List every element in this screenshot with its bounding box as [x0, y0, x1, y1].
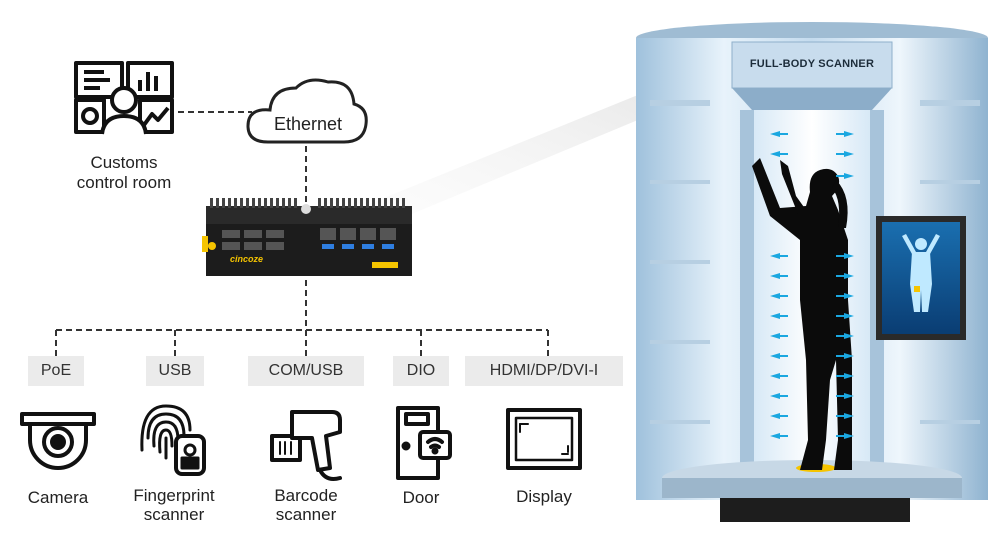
door-icon [396, 406, 452, 480]
scan-arrows [770, 131, 854, 439]
barcode-scanner-icon [270, 410, 342, 481]
device-label-barcode: Barcode scanner [236, 486, 376, 524]
device-label-display: Display [474, 487, 614, 506]
full-body-scanner [636, 22, 988, 522]
scan-body-figure [902, 234, 940, 312]
display-icon [506, 408, 582, 470]
device-label-fingerprint: Fingerprint scanner [104, 486, 244, 524]
control-room-icon [74, 61, 174, 135]
computer-brand-label: cincoze [230, 254, 264, 264]
device-label-door: Door [351, 488, 491, 507]
yellow-tab [202, 236, 208, 252]
control-room-label-line2: control room [76, 173, 172, 192]
cloud-icon [246, 78, 368, 144]
scan-monitor [876, 216, 966, 340]
device-label-camera: Camera [0, 488, 128, 507]
interface-dio: DIO [393, 356, 449, 386]
interface-poe: PoE [28, 356, 84, 386]
device-label-camera-line1: Camera [27, 488, 89, 507]
device-label-fingerprint-line1: Fingerprint [133, 486, 215, 505]
interface-usb: USB [146, 356, 204, 386]
device-label-barcode-line2: scanner [275, 505, 337, 524]
interface-com-usb: COM/USB [248, 356, 364, 386]
device-label-fingerprint-line2: scanner [143, 505, 205, 524]
device-label-door-line1: Door [402, 488, 440, 507]
camera-icon [20, 412, 96, 470]
person-silhouette [752, 158, 852, 470]
device-label-barcode-line1: Barcode [274, 486, 338, 505]
control-room-label-line1: Customs [90, 153, 158, 172]
device-label-display-line1: Display [516, 487, 572, 506]
interface-hdmi-dp-dvi: HDMI/DP/DVI-I [465, 356, 623, 386]
ethernet-label: Ethernet [273, 114, 343, 134]
control-room-label: Customs control room [54, 153, 194, 193]
connection-lines [55, 111, 549, 356]
fingerprint-icon [140, 404, 206, 476]
embedded-computer [202, 198, 412, 276]
scanner-sign: FULL-BODY SCANNER [749, 58, 875, 70]
